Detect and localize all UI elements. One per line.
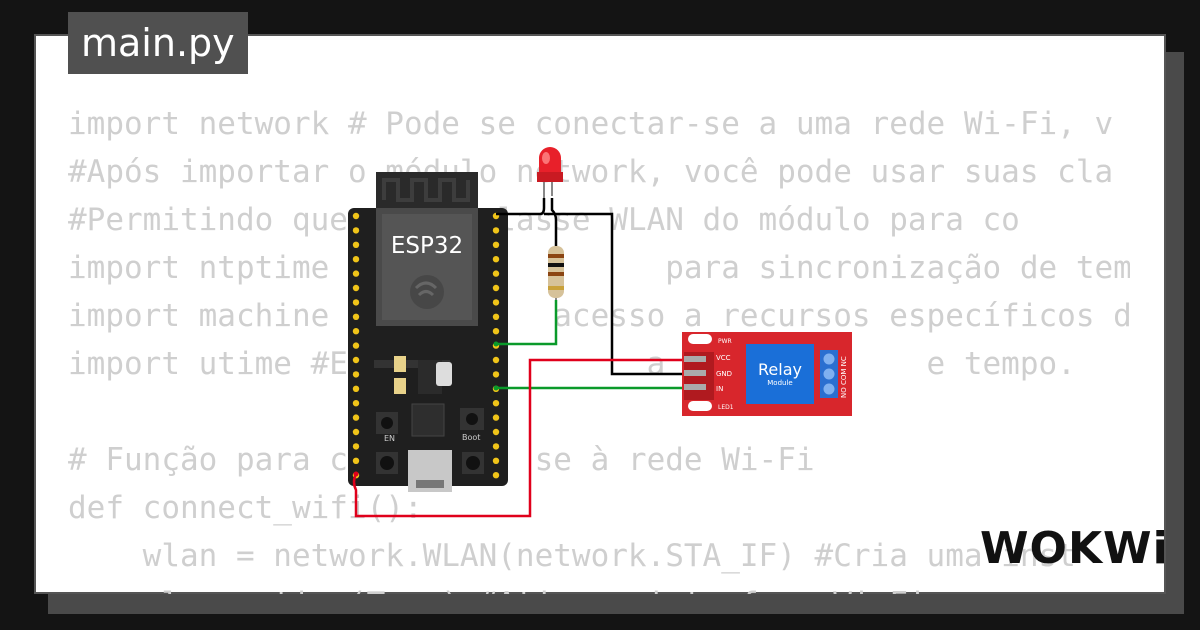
wire-signal-led (496, 300, 558, 346)
preview-panel (34, 34, 1166, 594)
code-line: import network # Pode se conectar-se a u… (68, 106, 1114, 142)
header-pin (492, 299, 500, 306)
header-pin (352, 385, 360, 392)
header-pin (352, 457, 360, 464)
header-pin (352, 371, 360, 378)
file-tab[interactable]: main.py (68, 12, 248, 74)
wokwi-logo-text: WOKWi (980, 523, 1169, 574)
relay-pwr-label: PWR (718, 338, 732, 345)
relay-pin-in: IN (716, 385, 723, 393)
code-line: import ntptime para sincronização de tem… (68, 250, 1130, 286)
code-line: # Função para c se à rede Wi-Fi (68, 442, 815, 478)
wires (352, 198, 690, 518)
boot-label: Boot (462, 433, 480, 442)
esp32-board[interactable]: ESP32 EN Boot (348, 172, 508, 492)
header-pin (352, 270, 360, 277)
relay-module[interactable]: PWR LED1 VCC GND IN Relay Module NO COM … (682, 332, 852, 416)
code-line: def connect_wifi(): (68, 490, 423, 526)
header-pin (492, 241, 500, 248)
wire-power (352, 358, 690, 518)
code-background: import network # Pode se conectar-se a u… (68, 100, 1130, 594)
code-line: import machine acesso a recursos específ… (68, 298, 1130, 334)
relay-subtitle: Module (767, 379, 792, 387)
red-led[interactable] (537, 147, 563, 200)
header-pin (492, 443, 500, 450)
header-pin (492, 227, 500, 234)
header-pin (492, 284, 500, 292)
relay-pin-vcc: VCC (716, 354, 731, 362)
header-pin (352, 443, 360, 450)
header-pin (492, 328, 500, 335)
resistor[interactable] (548, 218, 564, 308)
header-pin (352, 299, 360, 306)
header-pin (352, 313, 360, 320)
header-pin (352, 212, 360, 220)
header-pin (352, 428, 360, 436)
code-line: wlan.active(True) #Ativa a interface Wi-… (68, 580, 1130, 594)
header-pin (492, 371, 500, 378)
header-pin (352, 342, 360, 349)
header-pin (492, 356, 500, 364)
header-pin (492, 270, 500, 277)
header-pin (352, 284, 360, 292)
header-pin (352, 227, 360, 234)
file-tab-label: main.py (81, 21, 235, 65)
relay-terminal-labels: NO COM NC (840, 356, 848, 398)
relay-title: Relay (758, 360, 802, 379)
header-pin (492, 428, 500, 436)
header-pin (492, 256, 500, 263)
header-pin (492, 400, 500, 407)
header-pin (492, 414, 500, 421)
header-pin (352, 414, 360, 421)
header-pin (352, 400, 360, 407)
relay-pin-gnd: GND (716, 370, 732, 378)
header-pin (352, 356, 360, 364)
header-pin (352, 241, 360, 248)
header-pin (492, 313, 500, 320)
wire-ground-relay (544, 212, 690, 376)
header-pin (492, 472, 500, 479)
wire-ground-led (496, 198, 546, 216)
code-line: wlan = network.WLAN(network.STA_IF) #Cri… (68, 538, 1076, 574)
relay-led-label: LED1 (718, 404, 734, 411)
header-pin (352, 256, 360, 263)
chip-label: ESP32 (391, 233, 463, 259)
right-header-pins (492, 212, 500, 479)
header-pin (492, 457, 500, 464)
wokwi-logo: WOKWi (980, 523, 1169, 574)
header-pin (352, 328, 360, 335)
en-label: EN (384, 434, 395, 443)
